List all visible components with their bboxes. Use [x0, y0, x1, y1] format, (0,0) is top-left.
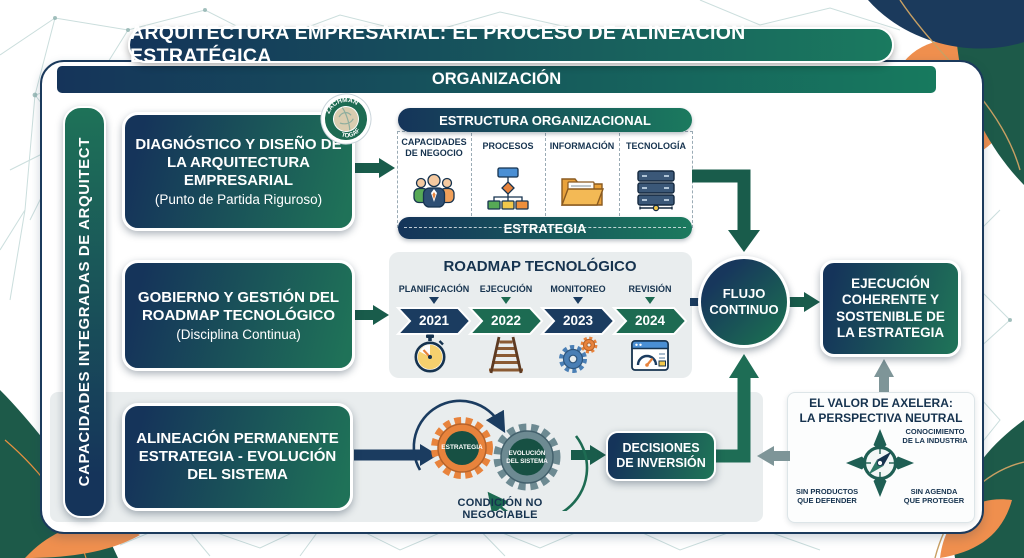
- estructura-header: ESTRUCTURA ORGANIZACIONAL: [398, 108, 692, 132]
- box-gobierno-title: GOBIERNO Y GESTIÓN DEL ROADMAP TECNOLÓGI…: [137, 288, 340, 324]
- column-label-capacidades: CAPACIDADES DE NEGOCIO: [401, 137, 467, 158]
- axelera-industry-label: CONOCIMIENTO DE LA INDUSTRIA: [902, 427, 968, 446]
- phase-revision: REVISIÓN: [628, 284, 672, 294]
- axelera-products-label: SIN PRODUCTOS QUE DEFENDER: [795, 487, 859, 506]
- box-ejecucion: EJECUCIÓN COHERENTE Y SOSTENIBLE DE LA E…: [820, 260, 961, 357]
- column-label-procesos: PROCESOS: [482, 141, 534, 151]
- roadmap-chevrons: [395, 297, 688, 335]
- column-label-informacion: INFORMACIÓN: [549, 141, 615, 151]
- axelera-agenda-label: SIN AGENDA QUE PROTEGER: [903, 487, 965, 506]
- box-gobierno: GOBIERNO Y GESTIÓN DEL ROADMAP TECNOLÓGI…: [122, 260, 355, 371]
- box-diagnostico: DIAGNÓSTICO Y DISEÑO DE LA ARQUITECTURA …: [122, 112, 355, 231]
- column-label-tecnologia: TECNOLOGÍA: [626, 141, 686, 151]
- stopwatch-icon: [414, 334, 446, 373]
- organization-banner: ORGANIZACIÓN: [57, 66, 936, 93]
- year-2023: 2023: [562, 313, 594, 328]
- box-ejecucion-title: EJECUCIÓN COHERENTE Y SOSTENIBLE DE LA E…: [836, 275, 945, 340]
- box-alineacion: ALINEACIÓN PERMANENTE ESTRATEGIA - EVOLU…: [122, 403, 353, 511]
- team-icon: [413, 173, 455, 208]
- roadmap-title: ROADMAP TECNOLÓGICO: [443, 258, 637, 275]
- flujo-continuo-circle: FLUJO CONTINUO: [698, 256, 790, 348]
- railway-icon: [489, 336, 523, 374]
- gear-estrategia-label: ESTRATEGIA: [441, 444, 483, 451]
- box-gobierno-subtitle: (Disciplina Continua): [176, 327, 301, 343]
- page-title: ARQUITECTURA EMPRESARIAL: EL PROCESO DE …: [128, 22, 894, 67]
- box-diagnostico-subtitle: (Punto de Partida Riguroso): [154, 192, 323, 208]
- server-icon: [637, 170, 675, 212]
- sidebar-label: CAPACIDADES INTEGRADAS DE ARQUITECT: [76, 137, 93, 487]
- gears-icon: [559, 336, 598, 373]
- condicion-caption: CONDICIÓN NO NEGOCIABLE: [457, 497, 543, 521]
- phase-monitoreo: MONITOREO: [550, 284, 606, 294]
- box-decisiones: DECISIONES DE INVERSIÓN: [606, 431, 716, 481]
- phase-planificacion: PLANIFICACIÓN: [398, 284, 470, 294]
- estrategia-dash-line: [404, 227, 686, 228]
- folder-icon: [560, 178, 605, 206]
- estructura-divider-1: [471, 133, 472, 226]
- estrategia-bar: ESTRATEGIA: [398, 217, 692, 239]
- box-alineacion-title: ALINEACIÓN PERMANENTE ESTRATEGIA - EVOLU…: [136, 429, 339, 484]
- dashboard-icon: [631, 340, 669, 371]
- sidebar-capacidades: CAPACIDADES INTEGRADAS DE ARQUITECT: [63, 106, 106, 518]
- strategy-evolution-gears: [412, 399, 589, 511]
- box-decisiones-label: DECISIONES DE INVERSIÓN: [616, 440, 706, 470]
- zachman-togaf-badge-icon: ZACHMAN TOGAF: [320, 93, 372, 145]
- year-2021: 2021: [418, 313, 450, 328]
- gear-evolucion-label: EVOLUCIÓN DEL SISTEMA: [506, 450, 548, 465]
- box-diagnostico-title: DIAGNÓSTICO Y DISEÑO DE LA ARQUITECTURA …: [135, 135, 342, 190]
- axelera-title: EL VALOR DE AXELERA: LA PERSPECTIVA NEUT…: [799, 396, 963, 425]
- year-2022: 2022: [490, 313, 522, 328]
- phase-ejecucion: EJECUCIÓN: [479, 284, 533, 294]
- flowchart-icon: [487, 167, 529, 210]
- estructura-divider-3: [619, 133, 620, 226]
- estructura-divider-2: [545, 133, 546, 226]
- compass-icon: [846, 429, 914, 497]
- year-2024: 2024: [634, 313, 666, 328]
